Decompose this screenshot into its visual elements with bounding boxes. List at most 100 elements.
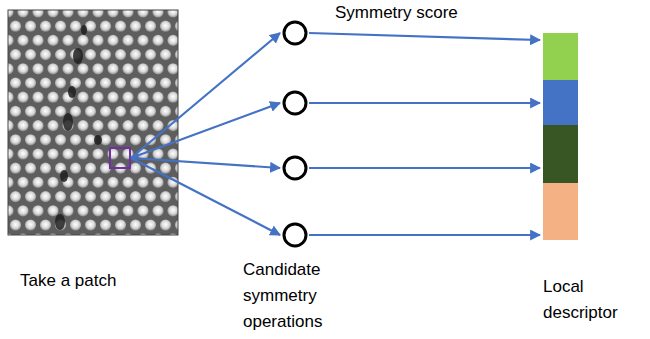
atom-blob (160, 21, 171, 32)
patch-arrow (131, 158, 280, 168)
atom-blob (10, 163, 21, 174)
atom-blob (145, 21, 156, 32)
atom-blob (10, 219, 21, 230)
atom-blob (17, 205, 28, 216)
atom-blob (25, 21, 36, 32)
atom-blob (122, 63, 133, 74)
atom-blob (115, 49, 126, 60)
atom-blob (77, 205, 88, 216)
descriptor-segment (543, 33, 578, 80)
atom-blob (167, 35, 178, 46)
atom-blob (70, 21, 81, 32)
atom-blob (152, 120, 163, 131)
lattice-defect (68, 86, 76, 98)
descriptor-bar (543, 33, 578, 240)
atom-blob (92, 92, 103, 103)
patch-square (110, 148, 130, 168)
atom-blob (47, 10, 58, 18)
atom-blob (100, 219, 111, 230)
atom-blob (77, 148, 88, 159)
atom-blob (85, 77, 96, 88)
atom-blob (160, 191, 171, 202)
atom-blob (100, 106, 111, 117)
atom-blob (107, 177, 118, 188)
atom-blob (115, 21, 126, 32)
atom-blob (10, 106, 21, 117)
atom-blob (167, 92, 178, 103)
lattice-defect (94, 135, 102, 145)
atom-blob (47, 63, 58, 74)
atom-blob (85, 163, 96, 174)
atom-blob (17, 63, 28, 74)
atom-blob (47, 35, 58, 46)
atom-blob (137, 177, 148, 188)
atom-blob (145, 191, 156, 202)
atom-blob (77, 35, 88, 46)
atom-blob (25, 77, 36, 88)
atom-blob (160, 49, 171, 60)
atom-blob (10, 49, 21, 60)
score-arrow (309, 167, 540, 169)
atom-blob (77, 120, 88, 131)
atom-blob (77, 177, 88, 188)
atom-blob (55, 77, 66, 88)
atom-blob (17, 177, 28, 188)
atom-blob (115, 77, 126, 88)
atom-blob (17, 148, 28, 159)
atom-blob (25, 106, 36, 117)
atom-blob (137, 63, 148, 74)
atom-blob (130, 163, 141, 174)
atom-blob (115, 191, 126, 202)
atom-blob (122, 205, 133, 216)
atom-blob (70, 191, 81, 202)
atom-blob (122, 92, 133, 103)
atom-blob (25, 49, 36, 60)
atom-blob (8, 120, 14, 131)
heading-label: Symmetry score (335, 0, 495, 26)
patch-arrow (131, 33, 280, 158)
atomic-image (8, 10, 178, 235)
atom-blob (107, 10, 118, 18)
atom-blob (40, 21, 51, 32)
atom-blob (47, 177, 58, 188)
atom-blob (17, 120, 28, 131)
image-ground (8, 10, 178, 235)
atom-blob (8, 63, 14, 74)
atom-blob (8, 177, 14, 188)
step-label: Take a patch (20, 268, 170, 294)
atom-blob (62, 35, 73, 46)
patch-arrow (131, 158, 280, 235)
atom-blob (32, 148, 43, 159)
atom-blob (8, 35, 14, 46)
atom-blob (107, 63, 118, 74)
atom-blob (25, 191, 36, 202)
atom-blob (32, 63, 43, 74)
atom-blob (10, 134, 21, 145)
atom-blob (77, 10, 88, 18)
atom-blob (145, 219, 156, 230)
step-label: Candidate symmetry operations (243, 257, 353, 335)
atom-blob (70, 134, 81, 145)
descriptor-segment (543, 183, 578, 240)
atom-blob (8, 205, 14, 216)
atom-blob (32, 35, 43, 46)
atom-blob (152, 35, 163, 46)
atom-blob (167, 205, 178, 216)
atom-blob (137, 92, 148, 103)
score-arrow (309, 102, 540, 104)
atom-blob (40, 191, 51, 202)
atom-blob (130, 191, 141, 202)
atom-blob (100, 49, 111, 60)
atom-blob (122, 120, 133, 131)
atom-blob (32, 177, 43, 188)
atom-blob (47, 148, 58, 159)
atom-blob (47, 120, 58, 131)
atom-blob (17, 35, 28, 46)
atom-blob (130, 219, 141, 230)
atom-blob (8, 92, 14, 103)
atom-blob (92, 120, 103, 131)
atom-blob (167, 63, 178, 74)
atom-blob (115, 219, 126, 230)
atom-blob (100, 21, 111, 32)
atom-blob (25, 219, 36, 230)
